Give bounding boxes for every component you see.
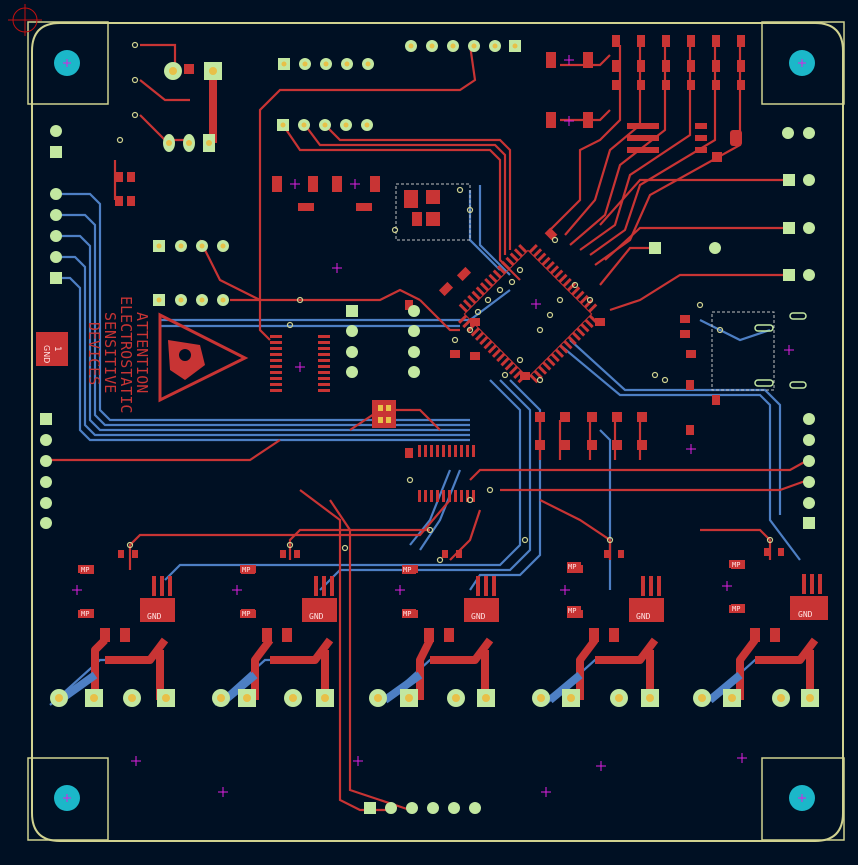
anchor-cross-icon: [72, 585, 82, 595]
anchor-cross-icon: [332, 263, 342, 273]
esd-warning-hand-icon: [158, 312, 249, 403]
anchor-cross-icon: [798, 794, 806, 802]
origin-crosshair-icon: [8, 4, 42, 36]
driver-block-2[interactable]: [240, 550, 337, 642]
tht-pads[interactable]: [40, 40, 819, 814]
mp-labels: MP MP MP MP MP MP MP MP MP MP: [80, 560, 745, 618]
anchor-cross-icon: [798, 59, 806, 67]
anchor-cross-icon: [232, 585, 242, 595]
anchor-cross-icon: [63, 794, 71, 802]
mp-label: MP: [732, 605, 740, 613]
mp-label: MP: [81, 566, 89, 574]
anchor-cross-icon: [63, 59, 71, 67]
usb-connector-footprint[interactable]: [711, 311, 807, 391]
anchor-cross-icon: [784, 345, 794, 355]
driver-gnd-labels: GND GND GND GND GND: [147, 610, 813, 621]
anchor-cross-icon: [541, 787, 551, 797]
driver-gnd-label: GND: [309, 612, 324, 621]
esd-warning-text: ATTENTION ELECTROSTATIC SENSITIVE DEVICE…: [85, 296, 151, 413]
driver-gnd-label: GND: [471, 612, 486, 621]
anchor-cross-icon: [564, 55, 574, 65]
anchor-cross-icon: [350, 179, 360, 189]
anchor-cross-icon: [722, 581, 732, 591]
main-mcu-footprint[interactable]: [450, 236, 606, 392]
driver-block-1[interactable]: [78, 550, 175, 642]
anchor-cross-icon: [737, 753, 747, 763]
regulator-footprint[interactable]: [395, 183, 471, 241]
esd-line-3: SENSITIVE: [101, 312, 119, 393]
gnd-test-pad-label: GND: [42, 345, 51, 363]
esd-line-2: ELECTROSTATIC: [117, 296, 135, 413]
vias: [116, 41, 774, 564]
driver-gnd-label: GND: [636, 612, 651, 621]
regulator-label: 3: [408, 196, 413, 206]
anchor-cross-icon: [218, 787, 228, 797]
power-traces: [91, 70, 819, 700]
anchor-cross-icon: [686, 444, 696, 454]
driver-block-4[interactable]: [567, 550, 664, 642]
gnd-test-pad[interactable]: [36, 332, 68, 366]
anchor-cross-icon: [295, 362, 305, 372]
tssop-ic-bottom[interactable]: [418, 445, 475, 502]
gnd-test-pad-pin: 1: [52, 346, 62, 352]
anchor-cross-icon: [564, 116, 574, 126]
driver-gnd-label: GND: [147, 612, 162, 621]
anchor-cross-icon: [131, 756, 141, 766]
anchor-markers: [63, 55, 806, 802]
anchor-cross-icon: [560, 585, 570, 595]
anchor-cross-icon: [290, 179, 300, 189]
anchor-cross-icon: [395, 585, 405, 595]
mp-label: MP: [732, 561, 740, 569]
anchor-cross-icon: [531, 299, 541, 309]
esd-line-1: ATTENTION: [133, 312, 151, 393]
mp-label: MP: [242, 610, 250, 618]
tssop-ic-left[interactable]: [270, 335, 330, 392]
driver-gnd-label: GND: [798, 610, 813, 619]
board-outline: [31, 22, 844, 842]
esd-line-4: DEVICES: [85, 322, 103, 385]
mp-label: MP: [403, 566, 411, 574]
anchor-cross-icon: [596, 761, 606, 771]
driver-block-3[interactable]: [402, 550, 499, 642]
mp-label: MP: [81, 610, 89, 618]
crystal-footprint[interactable]: [372, 400, 396, 428]
mp-label: MP: [242, 566, 250, 574]
mp-label: MP: [568, 607, 576, 615]
mp-label: MP: [403, 610, 411, 618]
corner-keepouts: [27, 21, 845, 841]
anchor-cross-icon: [353, 756, 363, 766]
mp-label: MP: [568, 563, 576, 571]
smd-passives[interactable]: [115, 35, 745, 458]
